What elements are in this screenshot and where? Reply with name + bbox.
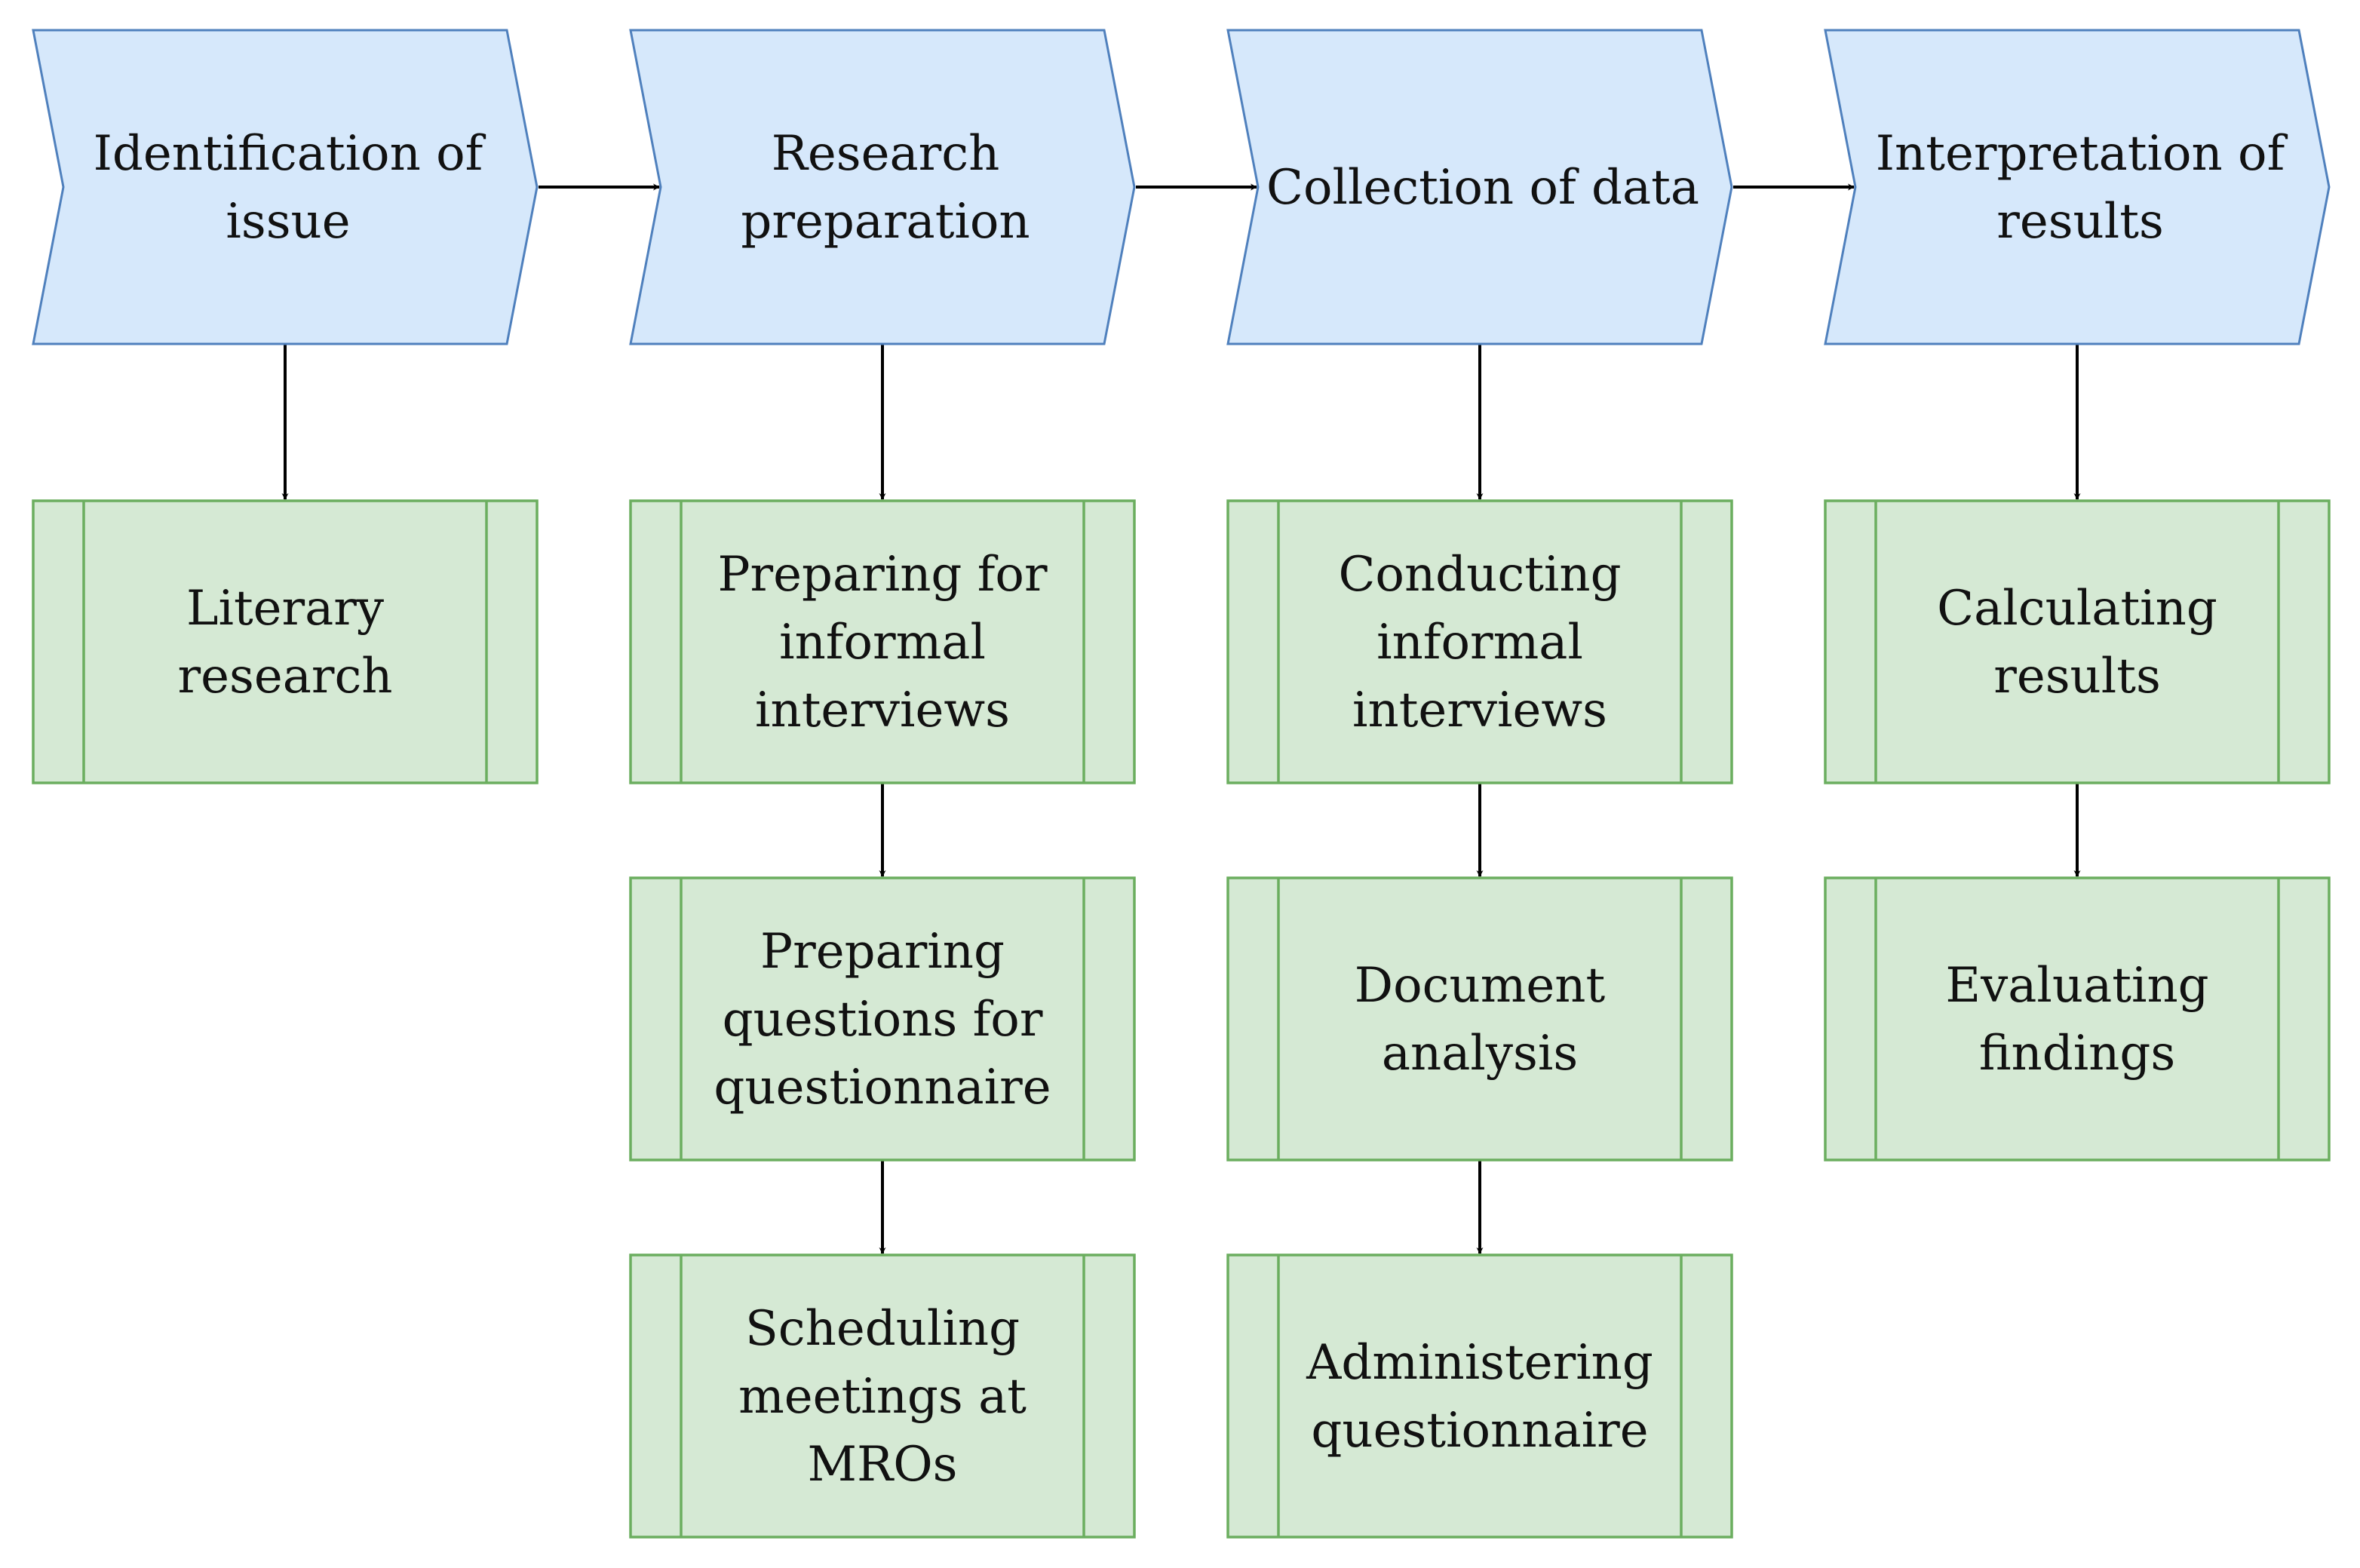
task-box-interpretation-2: Evaluating findings xyxy=(1824,876,2331,1161)
task-box-research-preparation-1: Preparing for informal interviews xyxy=(629,499,1136,784)
task-label-line: interviews xyxy=(755,683,1010,738)
phase-label: Interpretation of results xyxy=(1876,126,2288,250)
task-label-line: interviews xyxy=(1352,683,1607,738)
task-box-collection-1: Conducting informal interviews xyxy=(1226,499,1733,784)
phase-chevron-shape xyxy=(629,29,1136,345)
task-label: Literary research xyxy=(178,581,393,704)
task-box-shape xyxy=(1824,876,2331,1161)
task-label-line: Conducting xyxy=(1338,547,1621,603)
phase-label: Collection of data xyxy=(1266,160,1699,216)
task-box-shape xyxy=(629,499,1136,784)
task-box-interpretation-1: Calculating results xyxy=(1824,499,2331,784)
task-box-shape xyxy=(629,1253,1136,1539)
phase-label-line: results xyxy=(1996,194,2164,250)
phase-label-line: Interpretation of xyxy=(1876,126,2288,182)
task-label: Document analysis xyxy=(1355,958,1606,1082)
phase-identification: Identification of issue xyxy=(32,29,539,345)
phase-collection: Collection of data xyxy=(1226,29,1733,345)
task-label-line: MROs xyxy=(807,1437,957,1493)
task-label-line: Administering xyxy=(1306,1335,1653,1391)
phase-label: Identification of issue xyxy=(94,126,486,250)
task-label-line: Preparing xyxy=(760,924,1005,980)
task-box-research-preparation-2: Preparing questions for questionnaire xyxy=(629,876,1136,1161)
phase-label-line: preparation xyxy=(741,194,1030,250)
task-label-line: informal xyxy=(1376,615,1583,670)
task-box-shape xyxy=(1226,876,1733,1161)
task-label-line: Literary xyxy=(186,581,384,637)
task-box-shape xyxy=(1824,499,2331,784)
phase-label-line: Collection of data xyxy=(1266,160,1699,216)
task-label-line: questions for xyxy=(723,992,1043,1048)
task-label: Scheduling meetings at MROs xyxy=(738,1301,1027,1493)
phase-label-line: Research xyxy=(772,126,1000,182)
task-label-line: findings xyxy=(1979,1026,2175,1082)
phase-chevron-shape xyxy=(32,29,539,345)
task-box-shape xyxy=(1226,499,1733,784)
task-label: Evaluating findings xyxy=(1945,958,2208,1082)
task-label-line: informal xyxy=(779,615,986,670)
task-label: Conducting informal interviews xyxy=(1338,547,1621,738)
task-label-line: meetings at xyxy=(738,1369,1027,1425)
task-label-line: Evaluating xyxy=(1945,958,2208,1014)
task-label-line: analysis xyxy=(1382,1026,1578,1082)
task-label-line: results xyxy=(1993,649,2161,704)
task-label: Calculating results xyxy=(1937,581,2217,704)
connectors-layer xyxy=(281,183,2081,1254)
phase-research-preparation: Research preparation xyxy=(629,29,1136,345)
task-box-identification-1: Literary research xyxy=(32,499,539,784)
phase-label: Research preparation xyxy=(741,126,1030,250)
task-label-line: Preparing for xyxy=(717,547,1047,603)
task-box-shape xyxy=(629,876,1136,1161)
task-label-line: Calculating xyxy=(1937,581,2217,637)
task-box-collection-3: Administering questionnaire xyxy=(1226,1253,1733,1539)
task-label: Preparing for informal interviews xyxy=(717,547,1047,738)
phase-chevron-shape xyxy=(1226,29,1733,345)
task-box-collection-2: Document analysis xyxy=(1226,876,1733,1161)
task-label-line: Scheduling xyxy=(745,1301,1020,1357)
task-box-shape xyxy=(1226,1253,1733,1539)
task-label: Preparing questions for questionnaire xyxy=(714,924,1051,1115)
task-label: Administering questionnaire xyxy=(1306,1335,1653,1459)
task-label-line: Document xyxy=(1355,958,1606,1014)
task-label-line: research xyxy=(178,649,393,704)
task-label-line: questionnaire xyxy=(1311,1403,1648,1459)
task-label-line: questionnaire xyxy=(714,1060,1051,1115)
phase-interpretation: Interpretation of results xyxy=(1824,29,2331,345)
task-box-shape xyxy=(32,499,539,784)
phase-label-line: issue xyxy=(226,194,350,250)
task-box-research-preparation-3: Scheduling meetings at MROs xyxy=(629,1253,1136,1539)
phase-label-line: Identification of xyxy=(94,126,486,182)
phase-chevron-shape xyxy=(1824,29,2331,345)
